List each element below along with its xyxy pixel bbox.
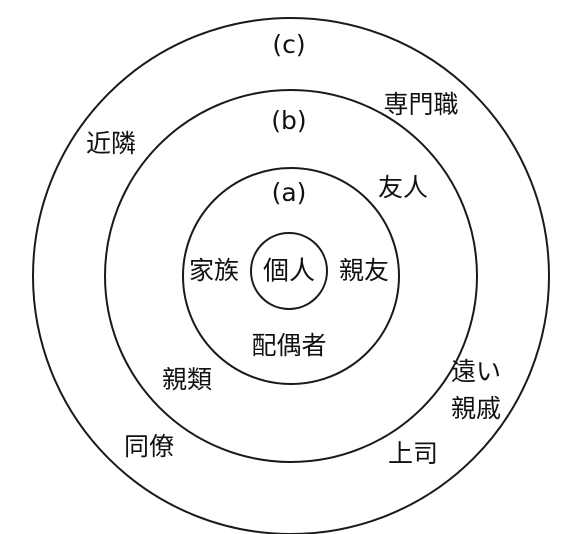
ring-label-c: (c) xyxy=(272,30,305,59)
ring-label-a: (a) xyxy=(272,178,307,207)
label-distant-relatives-line1: 遠い xyxy=(451,357,501,386)
label-relatives: 親類 xyxy=(162,365,212,394)
label-boss: 上司 xyxy=(388,439,438,468)
center-ring xyxy=(250,232,328,310)
label-friend: 友人 xyxy=(378,173,428,202)
label-professional: 専門職 xyxy=(383,90,458,119)
center-label-individual: 個人 xyxy=(263,257,315,287)
ring-label-b: (b) xyxy=(271,106,306,135)
label-spouse: 配偶者 xyxy=(251,331,326,360)
label-family: 家族 xyxy=(189,256,239,285)
outer-ring-c xyxy=(32,17,550,534)
inner-ring-a xyxy=(182,167,400,385)
middle-ring-b xyxy=(104,89,478,463)
label-best-friend: 親友 xyxy=(339,256,389,285)
label-distant-relatives-line2: 親戚 xyxy=(451,394,501,423)
label-coworker: 同僚 xyxy=(124,432,174,461)
label-neighbors: 近隣 xyxy=(86,129,136,158)
